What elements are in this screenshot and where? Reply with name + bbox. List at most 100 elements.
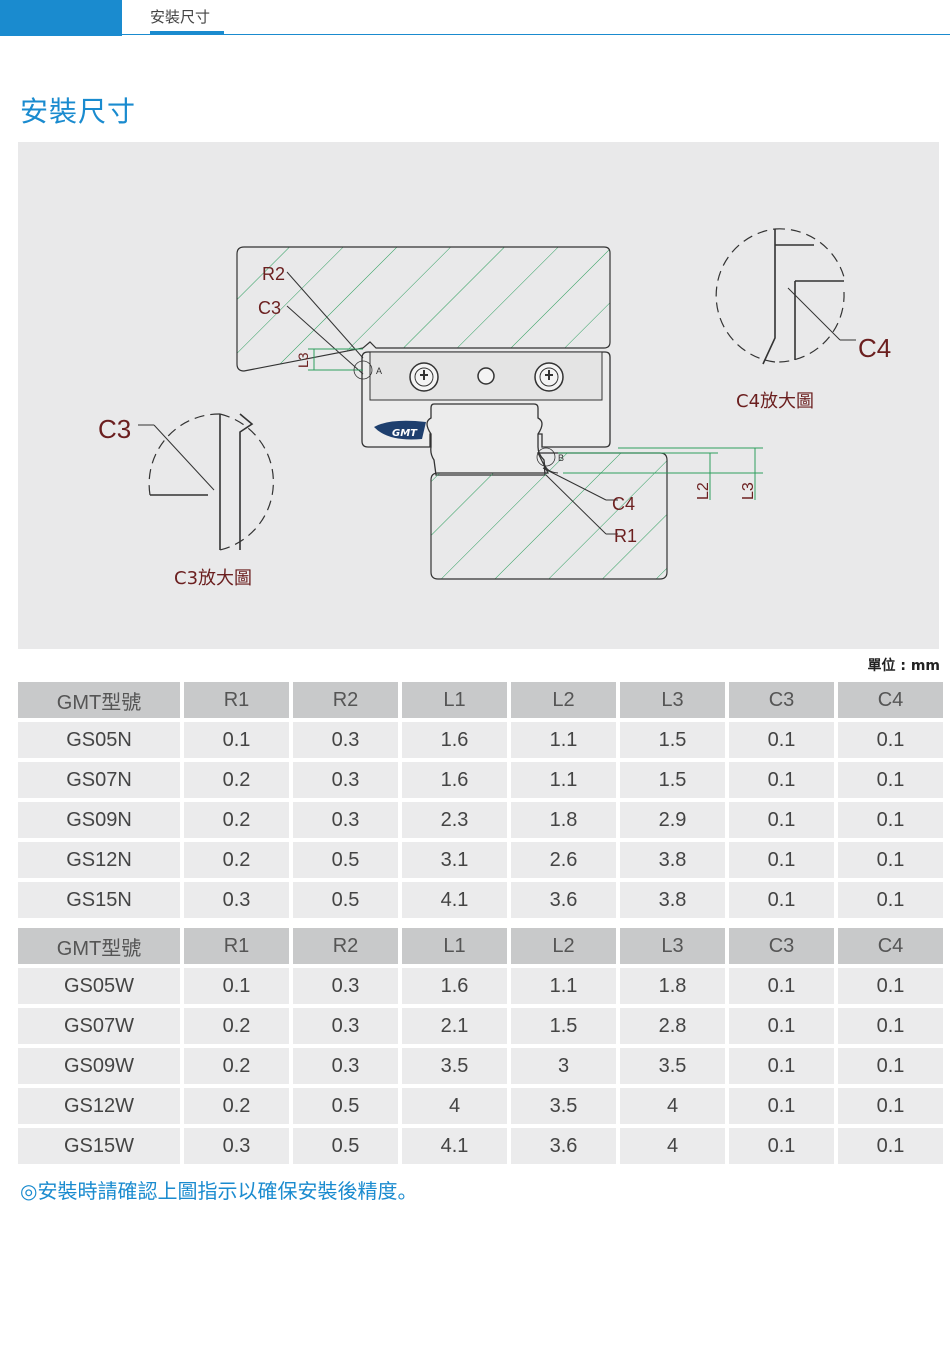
page-title: 安裝尺寸: [20, 95, 137, 128]
table-cell: 4.1: [402, 1128, 507, 1164]
column-header: GMT型號: [18, 928, 180, 964]
table-cell: 3.1: [402, 842, 507, 878]
table-cell: GS12W: [18, 1088, 180, 1124]
column-header: R2: [293, 928, 398, 964]
header-rule: [122, 34, 950, 35]
column-header: C3: [729, 682, 834, 718]
table-cell: 0.1: [838, 1008, 943, 1044]
table-cell: 1.5: [620, 762, 725, 798]
table-cell: 0.5: [293, 1088, 398, 1124]
table-cell: 0.3: [293, 1008, 398, 1044]
table-cell: 0.1: [729, 1088, 834, 1124]
column-header: L3: [620, 682, 725, 718]
table-cell: 4.1: [402, 882, 507, 918]
table-cell: 0.2: [184, 842, 289, 878]
table-cell: 0.2: [184, 1008, 289, 1044]
point-b-label: B: [558, 453, 564, 463]
column-header: C4: [838, 928, 943, 964]
table-cell: GS05W: [18, 968, 180, 1004]
table-cell: 0.1: [184, 722, 289, 758]
c3-detail-caption: C3放大圖: [174, 568, 252, 589]
rail: [426, 403, 546, 476]
table-row: GS07W 0.2 0.3 2.1 1.5 2.8 0.1 0.1: [18, 1008, 943, 1044]
c3-label-top: C3: [258, 298, 281, 318]
table-cell: 0.5: [293, 882, 398, 918]
table-row: GS09W 0.2 0.3 3.5 3 3.5 0.1 0.1: [18, 1048, 943, 1084]
c4-detail-view: C4 C4放大圖: [715, 228, 891, 412]
table-cell: 0.1: [838, 762, 943, 798]
table-cell: 0.1: [729, 968, 834, 1004]
table-cell: 1.5: [511, 1008, 616, 1044]
table-cell: 3.5: [511, 1088, 616, 1124]
table-cell: 0.2: [184, 1088, 289, 1124]
column-header: L2: [511, 682, 616, 718]
table-row: GS05W 0.1 0.3 1.6 1.1 1.8 0.1 0.1: [18, 968, 943, 1004]
installation-diagram: GMT R2 C3 L3 A B C4 R1 L2 L3: [18, 142, 939, 649]
column-header: L2: [511, 928, 616, 964]
column-header: R1: [184, 682, 289, 718]
table-cell: 0.1: [838, 722, 943, 758]
table-cell: 1.1: [511, 968, 616, 1004]
table-header-row: GMT型號 R1 R2 L1 L2 L3 C3 C4: [18, 928, 943, 964]
table-cell: 0.1: [729, 1008, 834, 1044]
table-cell: 0.1: [729, 722, 834, 758]
table-cell: 1.8: [620, 968, 725, 1004]
table-cell: 0.1: [838, 968, 943, 1004]
table-row: GS05N 0.1 0.3 1.6 1.1 1.5 0.1 0.1: [18, 722, 943, 758]
center-hole: [477, 367, 495, 385]
spec-table-w: GMT型號 R1 R2 L1 L2 L3 C3 C4 GS05W 0.1 0.3…: [14, 924, 947, 1168]
diagram-svg: GMT R2 C3 L3 A B C4 R1 L2 L3: [98, 228, 891, 589]
table-cell: 0.1: [838, 802, 943, 838]
table-cell: 1.6: [402, 968, 507, 1004]
table-cell: 2.3: [402, 802, 507, 838]
table-row: GS15W 0.3 0.5 4.1 3.6 4 0.1 0.1: [18, 1128, 943, 1164]
column-header: L3: [620, 928, 725, 964]
upper-mounting-block: [236, 246, 611, 372]
table-row: GS12N 0.2 0.5 3.1 2.6 3.8 0.1 0.1: [18, 842, 943, 878]
table-cell: 0.5: [293, 842, 398, 878]
header-accent-block: [0, 0, 122, 36]
table-cell: 0.1: [729, 842, 834, 878]
table-row: GS12W 0.2 0.5 4 3.5 4 0.1 0.1: [18, 1088, 943, 1124]
table-cell: 0.3: [293, 968, 398, 1004]
table-cell: 0.1: [729, 1128, 834, 1164]
table-cell: GS05N: [18, 722, 180, 758]
table-cell: 1.6: [402, 722, 507, 758]
table-cell: 0.1: [838, 1088, 943, 1124]
table-cell: 3.8: [620, 882, 725, 918]
table-cell: 1.1: [511, 722, 616, 758]
c3-detail-view: C3 C3放大圖: [98, 413, 274, 589]
table-cell: GS15W: [18, 1128, 180, 1164]
l3-label-left: L3: [295, 352, 311, 368]
header-tab-underline: [150, 31, 224, 35]
table-cell: 0.2: [184, 762, 289, 798]
table-cell: 0.1: [184, 968, 289, 1004]
table-cell: GS07N: [18, 762, 180, 798]
table-cell: 0.2: [184, 1048, 289, 1084]
table-cell: GS15N: [18, 882, 180, 918]
table-cell: 0.3: [293, 762, 398, 798]
table-cell: 0.3: [293, 1048, 398, 1084]
table-cell: GS12N: [18, 842, 180, 878]
table-cell: 0.3: [184, 882, 289, 918]
r2-label: R2: [262, 264, 285, 284]
table-cell: 3.6: [511, 882, 616, 918]
table-cell: 4: [620, 1088, 725, 1124]
point-a-label: A: [376, 366, 382, 376]
header-tab[interactable]: 安裝尺寸: [150, 8, 211, 26]
table-cell: 0.1: [838, 882, 943, 918]
table-cell: 0.1: [729, 882, 834, 918]
table-cell: 0.1: [729, 802, 834, 838]
table-cell: 3.6: [511, 1128, 616, 1164]
table-cell: 1.8: [511, 802, 616, 838]
column-header: L1: [402, 928, 507, 964]
table-row: GS15N 0.3 0.5 4.1 3.6 3.8 0.1 0.1: [18, 882, 943, 918]
column-header: R1: [184, 928, 289, 964]
table-cell: 2.8: [620, 1008, 725, 1044]
table-cell: 2.9: [620, 802, 725, 838]
lower-mounting-block: [430, 452, 668, 580]
table-row: GS07N 0.2 0.3 1.6 1.1 1.5 0.1 0.1: [18, 762, 943, 798]
table-cell: 0.1: [838, 1128, 943, 1164]
table-cell: 1.6: [402, 762, 507, 798]
table-cell: 1.1: [511, 762, 616, 798]
